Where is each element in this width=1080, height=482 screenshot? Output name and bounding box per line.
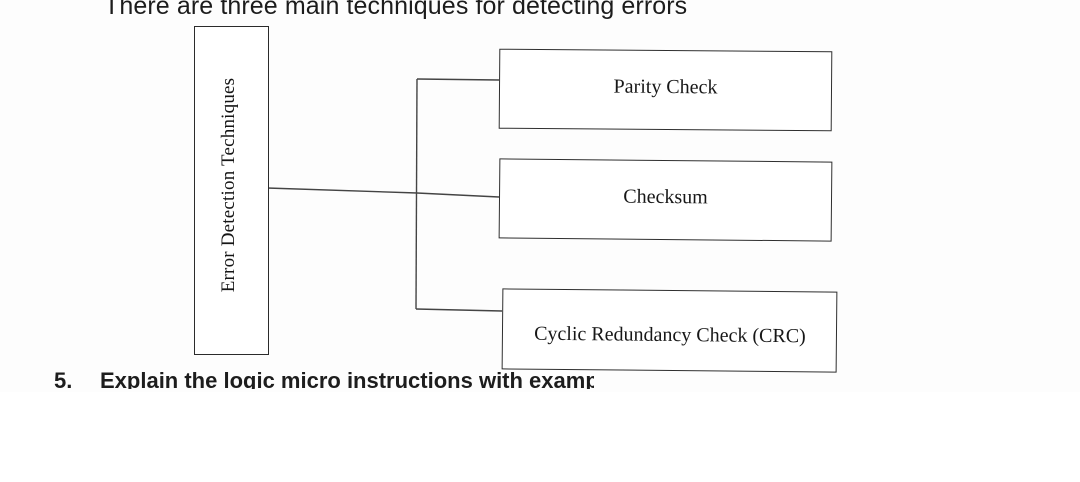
crc-node: Cyclic Redundancy Check (CRC) — [501, 288, 838, 373]
error-detection-diagram: Error Detection Techniques Parity Check … — [194, 26, 838, 373]
question-heading: 5. Explain the logic micro instructions … — [54, 364, 594, 389]
parity-check-node: Parity Check — [498, 48, 833, 132]
crc-label: Cyclic Redundancy Check (CRC) — [534, 322, 806, 348]
blank-page-area — [0, 392, 1080, 482]
checksum-label: Checksum — [623, 185, 708, 209]
crc-branch-line — [415, 308, 503, 312]
intro-sentence: There are three main techniques for dete… — [104, 0, 688, 20]
question-text: Explain the logic micro instructions wit… — [100, 368, 594, 389]
vertical-branch-line — [415, 78, 418, 310]
root-connector-line — [266, 187, 500, 198]
parity-check-label: Parity Check — [613, 75, 718, 99]
parity-branch-line — [416, 78, 500, 81]
checksum-node: Checksum — [498, 158, 833, 242]
root-node-label: Error Detection Techniques — [218, 77, 239, 293]
root-node-box — [194, 26, 269, 355]
question-number: 5. — [54, 368, 73, 389]
diagram-connectors — [266, 78, 503, 312]
